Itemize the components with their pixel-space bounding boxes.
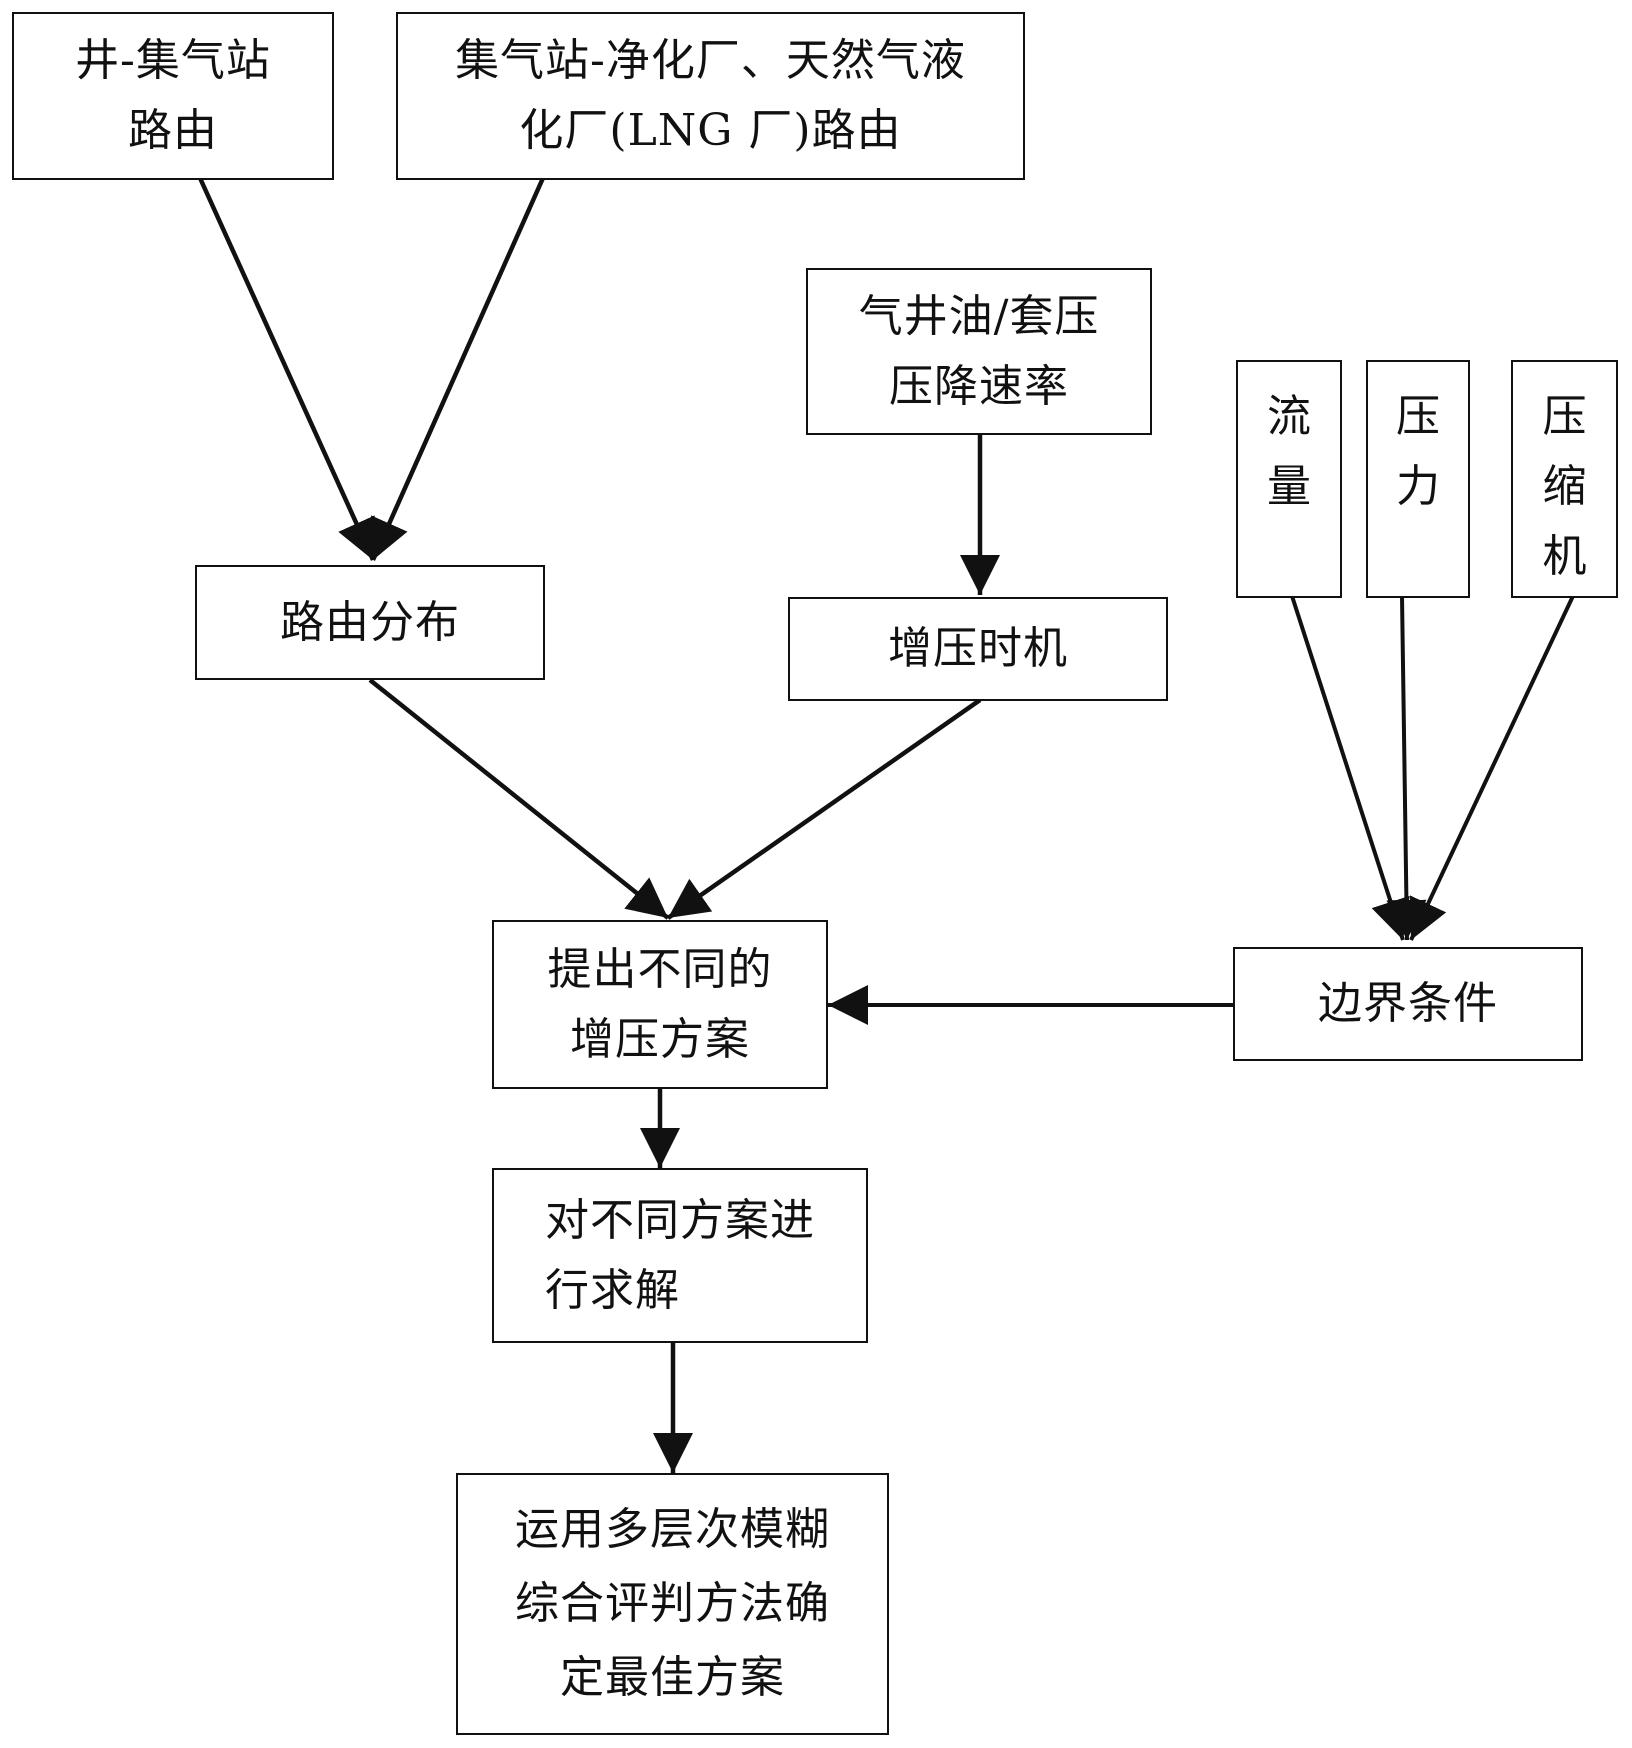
arrow-station-plant-to-distribution (370, 177, 546, 561)
node-line: 压 (1542, 391, 1587, 442)
node-text: 对不同方案进 行求解 (545, 1186, 815, 1326)
node-line: 气井油/套压 (858, 290, 1100, 342)
node-line: 综合评判方法确 (515, 1578, 830, 1629)
node-compressor: 压 缩 机 (1511, 360, 1618, 598)
arrow-distribution-to-schemes (368, 678, 670, 920)
node-line: 行求解 (545, 1264, 680, 1316)
node-text: 增压时机 (888, 614, 1068, 684)
arrow-compressor-to-boundary (1409, 595, 1575, 941)
arrow-flow-to-boundary (1290, 595, 1410, 941)
node-text: 边界条件 (1318, 969, 1498, 1039)
node-line: 化厂(LNG 厂)路由 (519, 105, 902, 156)
node-line: 压 (1396, 391, 1440, 442)
node-station-plant-route: 集气站-净化厂、天然气液 化厂(LNG 厂)路由 (396, 12, 1025, 180)
node-text: 压 力 (1396, 382, 1440, 522)
node-text: 提出不同的 增压方案 (548, 935, 773, 1075)
node-line: 压降速率 (888, 360, 1069, 412)
node-line: 运用多层次模糊 (515, 1504, 830, 1555)
node-line: 增压方案 (570, 1013, 750, 1065)
node-line: 路由分布 (280, 596, 460, 648)
node-text: 压 缩 机 (1543, 382, 1587, 592)
node-boundary-conditions: 边界条件 (1233, 947, 1583, 1061)
node-line: 提出不同的 (547, 943, 773, 995)
node-line: 增压时机 (888, 623, 1068, 674)
node-pressure-drop-rate: 气井油/套压 压降速率 (806, 268, 1152, 435)
node-line: 对不同方案进 (545, 1194, 815, 1246)
node-line: 力 (1396, 461, 1440, 512)
node-line: 路由 (128, 105, 218, 156)
node-route-distribution: 路由分布 (195, 565, 545, 680)
node-line: 定最佳方案 (560, 1652, 785, 1703)
node-solve-schemes: 对不同方案进 行求解 (492, 1168, 868, 1343)
arrow-pressure-to-boundary (1386, 595, 1427, 941)
node-well-station-route: 井-集气站 路由 (12, 12, 334, 180)
node-line: 流 (1267, 391, 1311, 442)
node-pressure: 压 力 (1366, 360, 1470, 598)
node-text: 井-集气站 路由 (75, 26, 271, 166)
node-line: 井-集气站 (75, 35, 271, 86)
node-line: 机 (1542, 531, 1587, 582)
node-line: 集气站-净化厂、天然气液 (455, 35, 966, 86)
node-text: 运用多层次模糊 综合评判方法确 定最佳方案 (515, 1493, 830, 1715)
node-boost-timing: 增压时机 (788, 597, 1168, 701)
node-propose-schemes: 提出不同的 增压方案 (492, 920, 828, 1089)
node-line: 量 (1267, 461, 1311, 512)
arrow-timing-to-schemes (666, 698, 982, 920)
node-line: 边界条件 (1318, 978, 1498, 1029)
node-text: 路由分布 (280, 588, 460, 658)
arrow-well-station-to-distribution (197, 177, 376, 561)
node-line: 缩 (1542, 461, 1587, 512)
node-text: 流 量 (1267, 382, 1311, 522)
node-text: 集气站-净化厂、天然气液 化厂(LNG 厂)路由 (455, 26, 966, 166)
node-fuzzy-evaluation: 运用多层次模糊 综合评判方法确 定最佳方案 (456, 1473, 889, 1735)
node-flow: 流 量 (1236, 360, 1342, 598)
node-text: 气井油/套压 压降速率 (859, 282, 1100, 422)
